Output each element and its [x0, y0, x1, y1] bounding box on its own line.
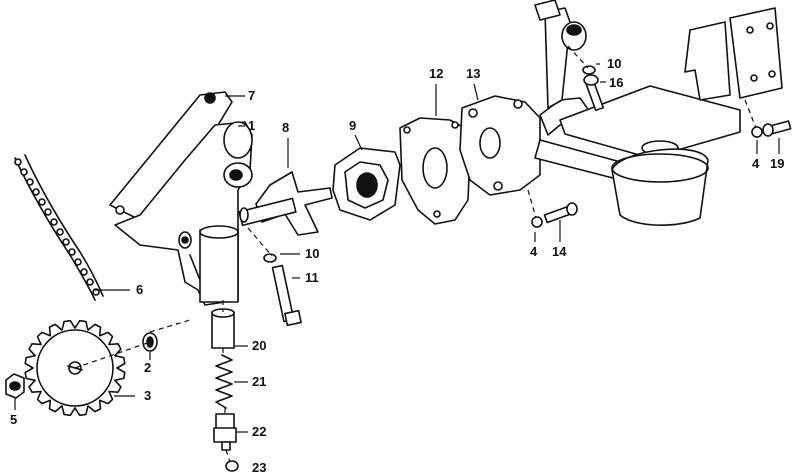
callout-11: 11	[305, 270, 319, 285]
relief-piston	[211, 308, 235, 349]
callout-8: 8	[282, 120, 289, 135]
gasket	[399, 117, 471, 225]
washer-10-lower	[263, 253, 277, 263]
callout-13: 13	[466, 66, 480, 81]
drive-shaft	[238, 171, 333, 236]
inner-rotor	[332, 147, 401, 221]
callout-22: 22	[252, 424, 266, 439]
bolt-14	[543, 202, 578, 224]
callout-4-lower: 4	[530, 244, 538, 259]
washer-4-right	[751, 126, 763, 138]
callout-1: 1	[248, 118, 255, 133]
timing-chain	[14, 154, 104, 301]
mounting-bracket	[534, 0, 783, 101]
washer	[142, 332, 158, 352]
callout-21: 21	[252, 374, 266, 389]
callout-5: 5	[10, 412, 17, 427]
callout-9: 9	[349, 118, 356, 133]
plug	[213, 413, 237, 451]
washer-4-lower	[531, 216, 543, 228]
bolt-19	[762, 120, 792, 137]
callout-12: 12	[429, 66, 443, 81]
callout-7: 7	[248, 88, 255, 103]
callout-23: 23	[252, 460, 266, 473]
callout-2: 2	[144, 360, 151, 375]
relief-spring	[215, 354, 233, 409]
pump-cover	[459, 95, 541, 196]
callout-4-right: 4	[752, 156, 760, 171]
oil-pump-housing	[109, 91, 253, 306]
callout-10-lower: 10	[305, 246, 319, 261]
nut	[5, 373, 25, 399]
oil-pickup-tube	[534, 7, 741, 226]
leader-lines	[14, 45, 780, 463]
callout-20: 20	[252, 338, 266, 353]
callout-labels: 7 1 8 9 12 13 10 16 4 19 4 14 10 11 6 20…	[10, 56, 784, 473]
callout-10-upper: 10	[607, 56, 621, 71]
washer-10-upper	[582, 65, 596, 75]
callout-19: 19	[770, 156, 784, 171]
seal-ring	[225, 460, 239, 472]
bolt-11	[271, 264, 302, 327]
callout-3: 3	[144, 388, 151, 403]
callout-16: 16	[609, 75, 623, 90]
callout-6: 6	[136, 282, 143, 297]
callout-14: 14	[552, 244, 567, 259]
bolt-16	[583, 74, 605, 112]
